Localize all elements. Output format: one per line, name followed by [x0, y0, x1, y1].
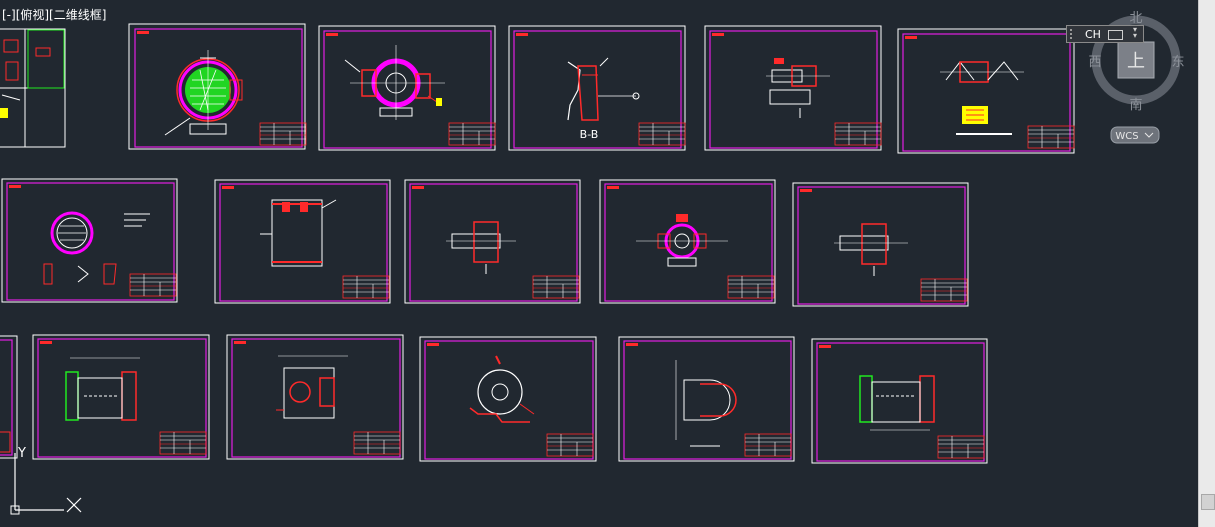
- viewport-controls-label[interactable]: [-][俯视][二维线框]: [2, 8, 107, 22]
- sheet-10[interactable]: [792, 182, 969, 307]
- compass-north[interactable]: 北: [1129, 11, 1142, 26]
- sheet-13[interactable]: [419, 336, 597, 462]
- section-caption: B-B: [580, 128, 599, 141]
- sheet-2[interactable]: [318, 25, 496, 151]
- keyboard-icon[interactable]: [1108, 30, 1123, 40]
- viewcube-face-top[interactable]: 上: [1127, 51, 1145, 72]
- ucs-axis-icon: Y: [10, 446, 82, 515]
- sheet-9[interactable]: [599, 179, 776, 304]
- compass-west[interactable]: 西: [1088, 55, 1101, 70]
- sheet-3[interactable]: B-B: [508, 25, 686, 151]
- sheet-partial-left-3[interactable]: [0, 335, 18, 459]
- sheet-15[interactable]: [811, 338, 988, 464]
- viewcube-icon[interactable]: 上 北 南 东 西 WCS: [1088, 11, 1185, 144]
- sheet-6[interactable]: [1, 178, 178, 303]
- ime-language-bar[interactable]: CH ▾▾: [1066, 25, 1144, 43]
- sheet-12[interactable]: [226, 334, 404, 460]
- compass-south[interactable]: 南: [1129, 97, 1142, 113]
- sheet-8[interactable]: [404, 179, 581, 304]
- chevron-menu-icon[interactable]: ▾▾: [1133, 25, 1138, 40]
- sheet-4[interactable]: [704, 25, 882, 151]
- compass-east[interactable]: 东: [1171, 55, 1184, 70]
- ime-language-label[interactable]: CH: [1085, 28, 1101, 41]
- wcs-label[interactable]: WCS: [1115, 131, 1138, 142]
- sheet-5[interactable]: [897, 28, 1075, 154]
- sheet-7[interactable]: [214, 179, 391, 304]
- sheet-11[interactable]: [32, 334, 210, 460]
- sheet-1[interactable]: [128, 23, 307, 150]
- wcs-menu[interactable]: WCS: [1110, 126, 1160, 144]
- sheet-partial-left-1[interactable]: [0, 28, 66, 148]
- scrollbar-thumb[interactable]: [1201, 494, 1215, 510]
- ucs-y-label: Y: [17, 446, 26, 461]
- drag-handle-icon[interactable]: [1070, 29, 1076, 39]
- sheet-14[interactable]: [618, 336, 795, 462]
- vertical-scrollbar[interactable]: [1198, 0, 1215, 527]
